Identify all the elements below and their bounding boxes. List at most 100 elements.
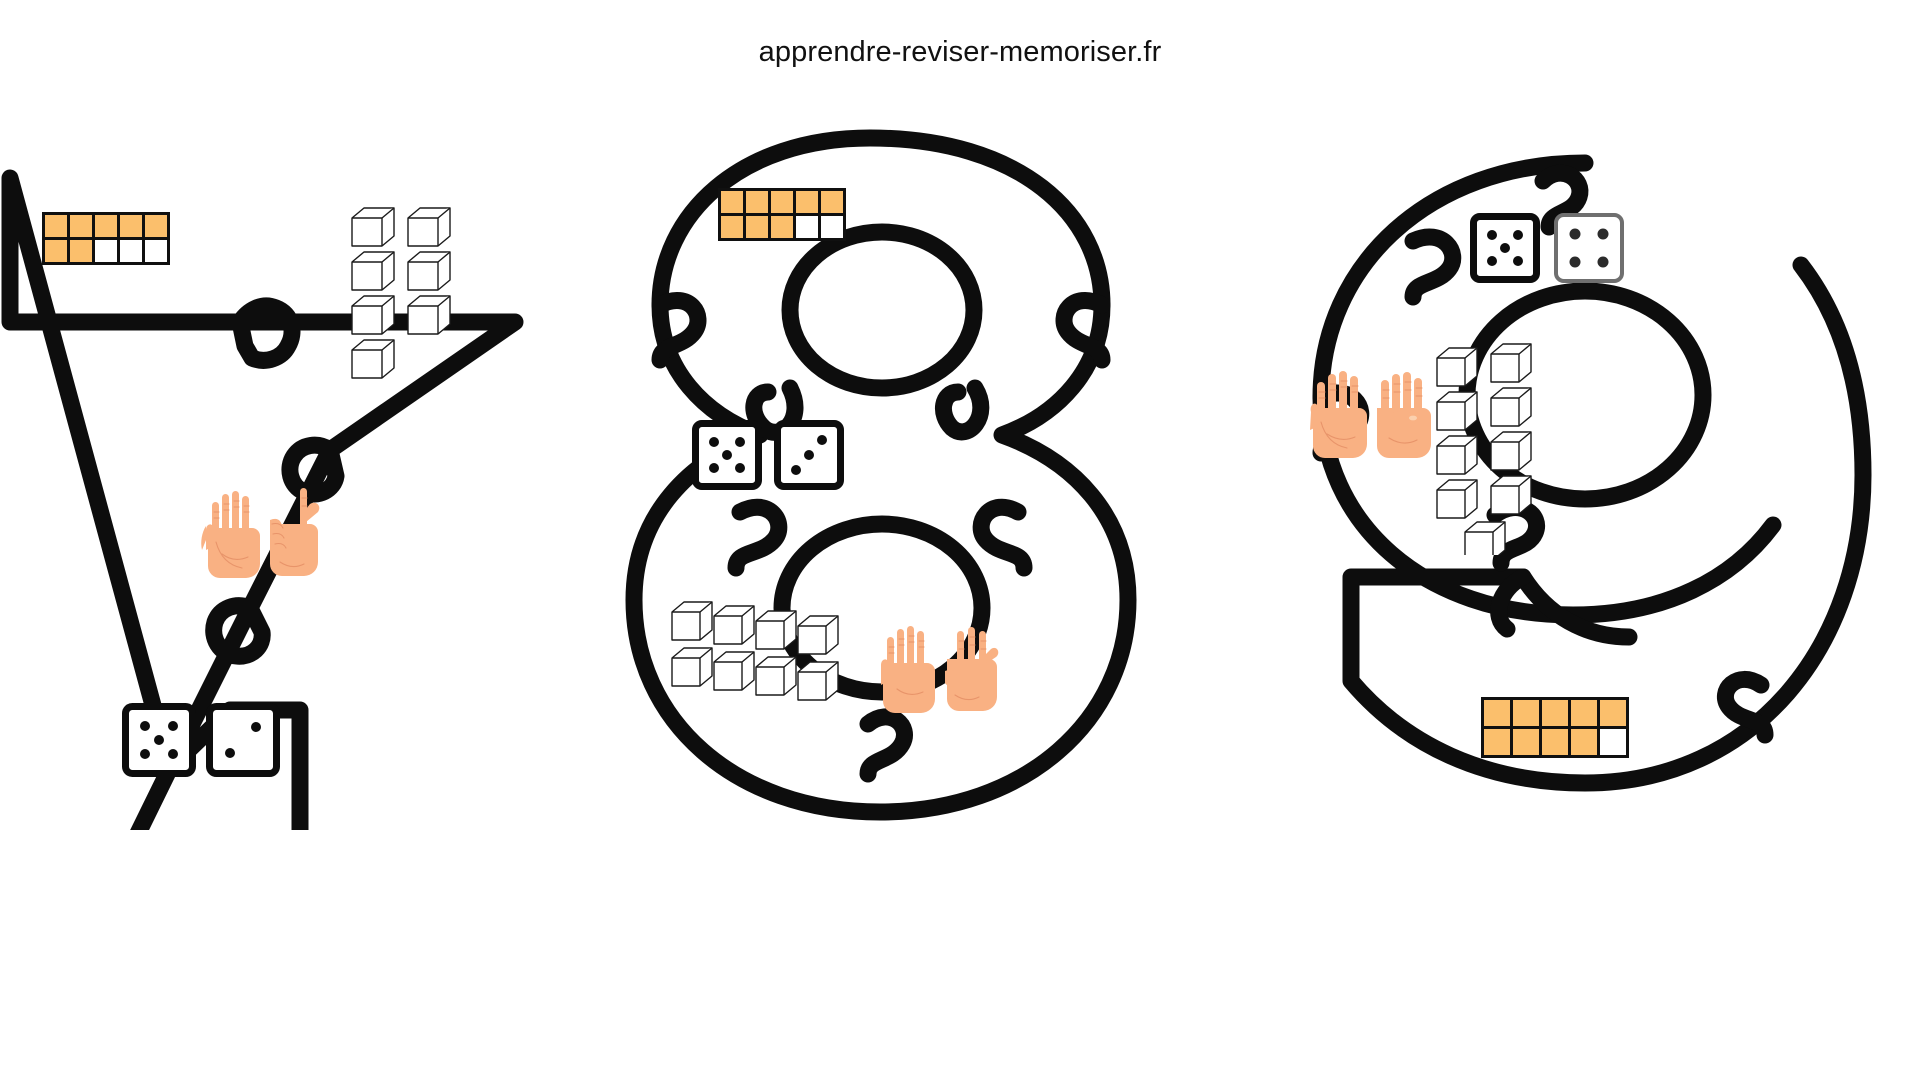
ten-frame-row (45, 240, 167, 262)
ten-frame-cell (45, 240, 67, 262)
ten-frame-cell (1600, 700, 1626, 726)
die-four (1554, 213, 1624, 283)
left-hand-5-fingers (1310, 371, 1367, 458)
ten-frame-cell (771, 216, 793, 238)
die-five (692, 420, 762, 490)
ten-frame-8 (718, 188, 846, 241)
ten-frame-cell (746, 216, 768, 238)
cube (1490, 387, 1532, 427)
ten-frame-cell (771, 191, 793, 213)
ten-frame-cell (821, 216, 843, 238)
cube (671, 647, 713, 687)
cube (713, 651, 755, 691)
pip (139, 720, 150, 731)
ten-frame-cell (746, 191, 768, 213)
cube (351, 251, 395, 291)
dice-pair-7 (122, 703, 280, 777)
ten-frame-cell (1484, 700, 1510, 726)
cube (797, 615, 839, 655)
pip (224, 748, 235, 759)
cube (407, 251, 451, 291)
cube (1490, 475, 1532, 515)
pip (708, 436, 719, 447)
die-five (122, 703, 196, 777)
cube (1436, 347, 1478, 387)
die-two (206, 703, 280, 777)
ten-frame-cell (1513, 729, 1539, 755)
die-three (774, 420, 844, 490)
ten-frame-cell (120, 215, 142, 237)
cube (1436, 479, 1478, 519)
pip (1569, 228, 1581, 240)
pip (1597, 228, 1609, 240)
pip (1513, 229, 1524, 240)
cube (407, 207, 451, 247)
ten-frame-row (721, 191, 843, 213)
ten-frame-7 (42, 212, 170, 265)
ten-frame-row (1484, 700, 1626, 726)
ten-frame-cell (70, 240, 92, 262)
ten-frame-cell (70, 215, 92, 237)
pip (817, 435, 828, 446)
pip (735, 436, 746, 447)
cube (1464, 521, 1506, 555)
ten-frame-cell (821, 191, 843, 213)
hands-7 (200, 480, 330, 590)
ten-frame-cell (1484, 729, 1510, 755)
ten-frame-9 (1481, 697, 1629, 758)
pip (1486, 229, 1497, 240)
cube (351, 295, 395, 335)
cube (351, 339, 395, 379)
pip (735, 463, 746, 474)
right-hand-3-fingers (945, 627, 999, 711)
die-five (1470, 213, 1540, 283)
pip (790, 464, 801, 475)
cube (1490, 431, 1532, 471)
dice-pair-8 (692, 420, 844, 490)
ten-frame-cell (145, 215, 167, 237)
pip (168, 749, 179, 760)
pip (1500, 243, 1510, 253)
cube (407, 295, 451, 335)
ten-frame-cell (796, 216, 818, 238)
ten-frame-row (721, 216, 843, 238)
cube (1436, 391, 1478, 431)
pip (154, 735, 164, 745)
cube-cluster-8 (668, 590, 848, 720)
cube (755, 610, 797, 650)
ten-frame-cell (120, 240, 142, 262)
pip (804, 450, 814, 460)
ten-frame-cell (1571, 729, 1597, 755)
ten-frame-cell (45, 215, 67, 237)
pip (722, 450, 732, 460)
pip (251, 721, 262, 732)
right-hand-2-fingers (270, 488, 320, 576)
ten-frame-cell (1600, 729, 1626, 755)
cube (797, 661, 839, 701)
pip (1486, 256, 1497, 267)
pip (1597, 256, 1609, 268)
ten-frame-row (45, 215, 167, 237)
cube-cluster-7 (350, 200, 460, 390)
ten-frame-cell (721, 216, 743, 238)
pip (139, 749, 150, 760)
cube (671, 601, 713, 641)
pip (1569, 256, 1581, 268)
cube (1436, 435, 1478, 475)
ten-frame-cell (145, 240, 167, 262)
number-8-puzzle (620, 120, 1180, 830)
dice-pair-9 (1470, 213, 1624, 283)
pip (168, 720, 179, 731)
page-title: apprendre-reviser-memoriser.fr (758, 36, 1162, 68)
ten-frame-cell (95, 240, 117, 262)
hands-9 (1305, 360, 1440, 470)
ten-frame-cell (1542, 729, 1568, 755)
cube-cluster-9 (1435, 340, 1550, 555)
cube (713, 605, 755, 645)
left-hand-5-fingers (201, 491, 260, 578)
left-hand-5-fingers (881, 626, 935, 713)
ten-frame-cell (1513, 700, 1539, 726)
cube (755, 656, 797, 696)
right-hand-4-fingers (1377, 372, 1431, 458)
ten-frame-cell (95, 215, 117, 237)
